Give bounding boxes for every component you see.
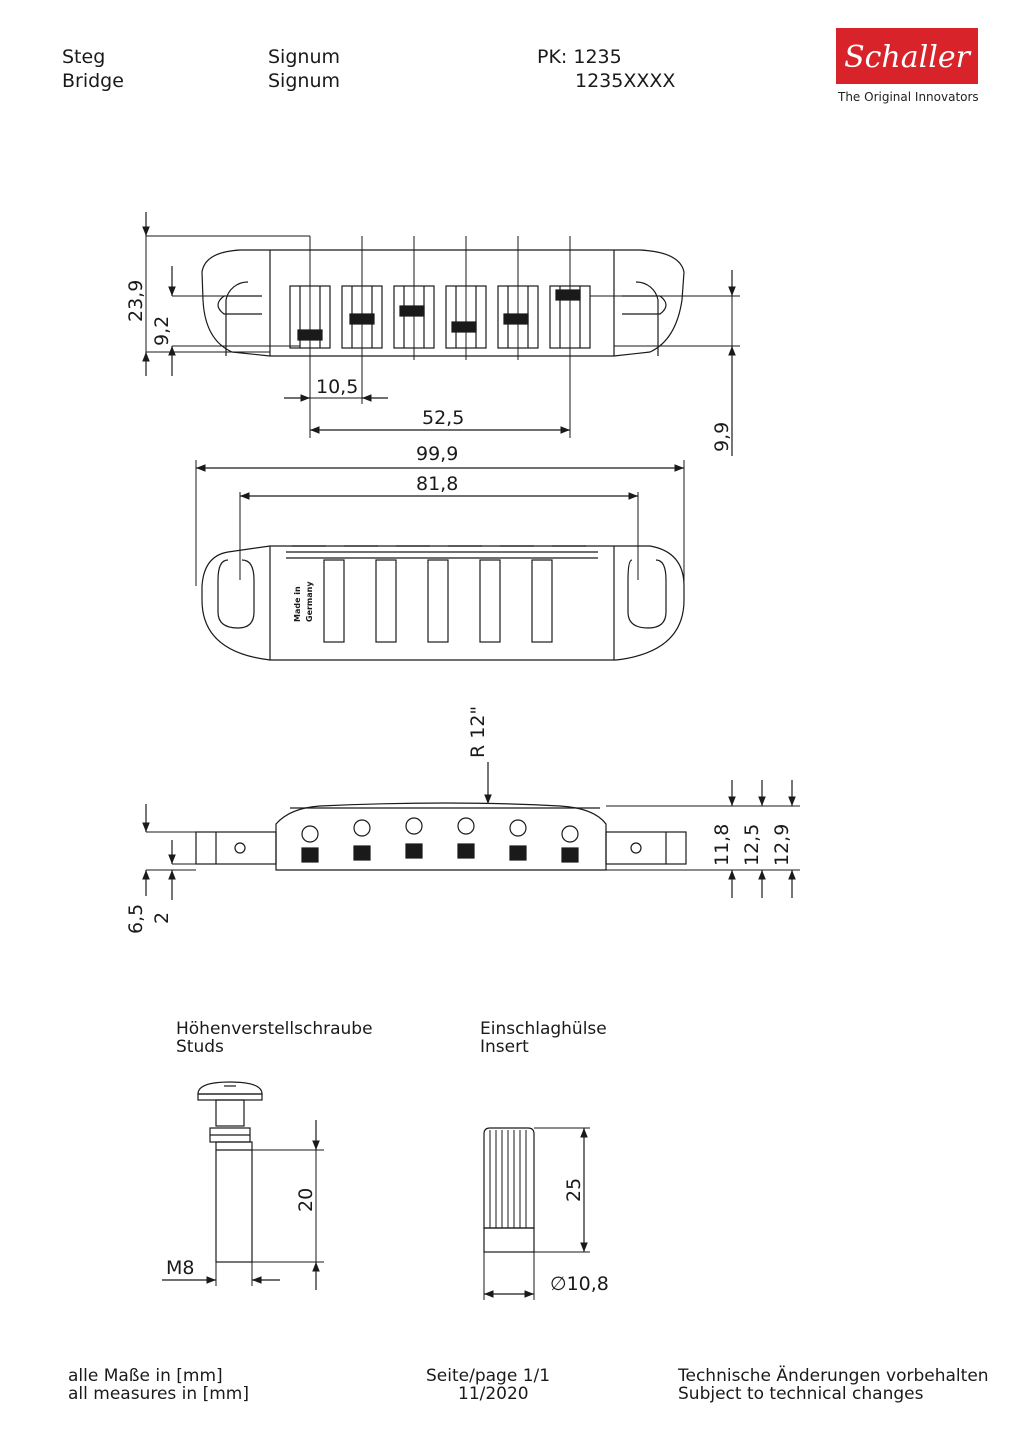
dim-h2: 12,5 bbox=[741, 824, 763, 866]
dim-insert-length: 25 bbox=[563, 1178, 585, 1202]
pk-number: PK: 1235 bbox=[537, 46, 622, 68]
dim-slot-height: 9,2 bbox=[151, 316, 173, 346]
bridge-side-view bbox=[195, 802, 687, 871]
item-name-de: Steg bbox=[62, 46, 106, 68]
dim-base-height: 6,5 bbox=[125, 904, 147, 934]
dim-offset-right: 9,9 bbox=[711, 422, 733, 452]
bridge-bottom-view bbox=[201, 545, 685, 661]
insert-label-de: Einschlaghülse bbox=[480, 1019, 607, 1039]
part-number: 1235XXXX bbox=[575, 70, 676, 92]
footer-page: Seite/page 1/1 bbox=[426, 1366, 551, 1386]
svg-text:Schaller: Schaller bbox=[844, 40, 972, 75]
footer-note-en: Subject to technical changes bbox=[678, 1384, 924, 1404]
dim-height-total: 23,9 bbox=[125, 280, 147, 322]
dim-radius: R 12" bbox=[467, 706, 489, 758]
dim-stud-length: 20 bbox=[295, 1188, 317, 1212]
dim-insert-diameter: ∅10,8 bbox=[550, 1273, 609, 1295]
model-name-de: Signum bbox=[268, 46, 340, 68]
dim-saddle-pitch: 10,5 bbox=[316, 376, 358, 398]
logo-tagline: The Original Innovators bbox=[838, 90, 979, 104]
studs-label-en: Studs bbox=[176, 1037, 224, 1057]
top-saddles bbox=[289, 285, 591, 349]
footer-note-de: Technische Änderungen vorbehalten bbox=[678, 1366, 989, 1386]
footer-units-de: alle Maße in [mm] bbox=[68, 1366, 223, 1386]
engraving-made-in: Made in bbox=[293, 586, 302, 622]
dim-h3: 12,9 bbox=[771, 824, 793, 866]
dim-stud-thread: M8 bbox=[166, 1257, 194, 1279]
dim-slot-spacing: 81,8 bbox=[416, 473, 458, 495]
dim-h1: 11,8 bbox=[711, 824, 733, 866]
dim-overall-length: 99,9 bbox=[416, 443, 458, 465]
side-saddle-screws bbox=[301, 817, 579, 863]
dim-base-offset: 2 bbox=[151, 912, 173, 924]
footer-units-en: all measures in [mm] bbox=[68, 1384, 249, 1404]
engraving-germany: Germany bbox=[305, 581, 314, 622]
studs-label-de: Höhenverstellschraube bbox=[176, 1019, 373, 1039]
schaller-logo: Schaller bbox=[836, 28, 978, 84]
footer-date: 11/2020 bbox=[458, 1384, 529, 1404]
model-name-en: Signum bbox=[268, 70, 340, 92]
bridge-top-view bbox=[201, 236, 685, 360]
item-name-en: Bridge bbox=[62, 70, 124, 92]
insert-label-en: Insert bbox=[480, 1037, 529, 1057]
stud-drawing bbox=[197, 1081, 263, 1263]
dim-saddle-span: 52,5 bbox=[422, 407, 464, 429]
insert-drawing bbox=[483, 1127, 535, 1253]
